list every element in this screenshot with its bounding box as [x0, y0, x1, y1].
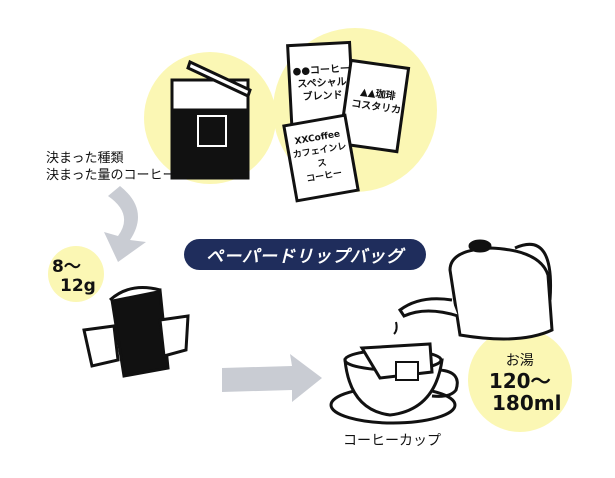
down-arrow-icon: [104, 186, 146, 262]
dose-line: 8～: [52, 257, 81, 277]
package-label: XXCoffee カフェインレス コーヒー: [286, 127, 356, 189]
coffee-note: 決まった種類 決まった量のコーヒー: [46, 150, 175, 184]
package-label: ●●コーヒー スペシャル ブレンド: [291, 62, 353, 104]
title-banner: ペーパードリップバッグ: [184, 239, 426, 270]
water-highlight-circle: [468, 328, 572, 432]
water-line: 120～: [488, 369, 551, 393]
note-line: 決まった量のコーヒー: [46, 168, 176, 183]
drip-bag-open-icon: [82, 286, 190, 378]
drip-bag-package-icon: [170, 59, 252, 180]
dose-highlight-circle: [48, 246, 104, 302]
water-label: お湯 120～ 180ml: [478, 350, 562, 415]
water-line: 180ml: [492, 391, 562, 415]
note-line: 決まった種類: [46, 151, 124, 166]
cup-label: コーヒーカップ: [343, 433, 441, 449]
coffee-cup-icon: [329, 342, 459, 425]
dose-label: 8～ 12g: [52, 258, 96, 296]
kettle-icon: [393, 239, 554, 341]
right-arrow-icon: [222, 354, 322, 402]
coffee-package-icon: [282, 40, 411, 203]
dose-line: 12g: [60, 276, 96, 296]
water-line: お湯: [505, 353, 534, 369]
